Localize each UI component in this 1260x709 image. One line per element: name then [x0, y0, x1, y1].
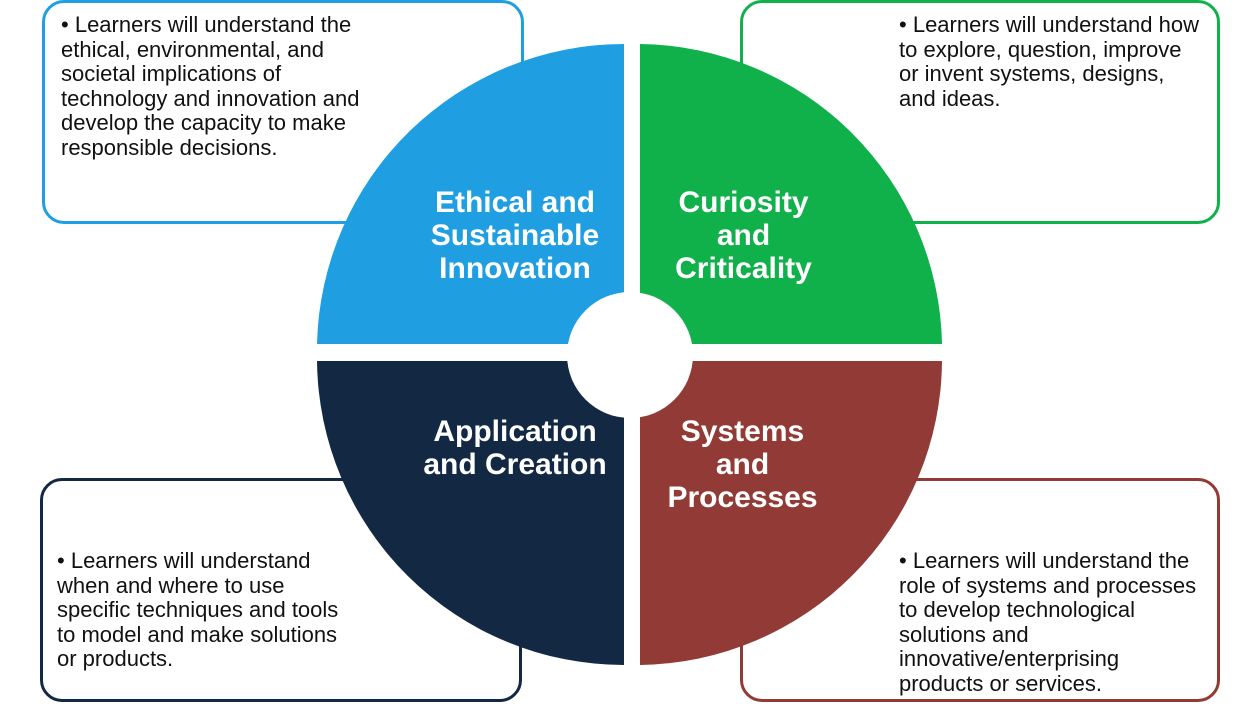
center-hole [567, 292, 693, 418]
systems-description: • Learners will understand the role of s… [899, 548, 1197, 696]
quadrant-title-ethical: Ethical and Sustainable Innovation [430, 186, 600, 285]
curiosity-description: • Learners will understand how to explor… [899, 12, 1199, 111]
ethical-description: • Learners will understand the ethical, … [61, 12, 360, 160]
info-box-application: • Learners will understand when and wher… [40, 478, 522, 702]
quadrant-title-systems: Systems and Processes [667, 415, 818, 514]
application-description: • Learners will understand when and wher… [57, 548, 339, 671]
quadrant-title-curiosity: Curiosity and Criticality [675, 186, 812, 285]
quadrant-title-application: Application and Creation [423, 415, 607, 481]
quadrant-ethical-shape [317, 43, 624, 344]
quadrant-systems-shape [640, 361, 942, 665]
quadrant-application-shape [317, 361, 624, 665]
quadrant-curiosity-shape [640, 44, 942, 344]
